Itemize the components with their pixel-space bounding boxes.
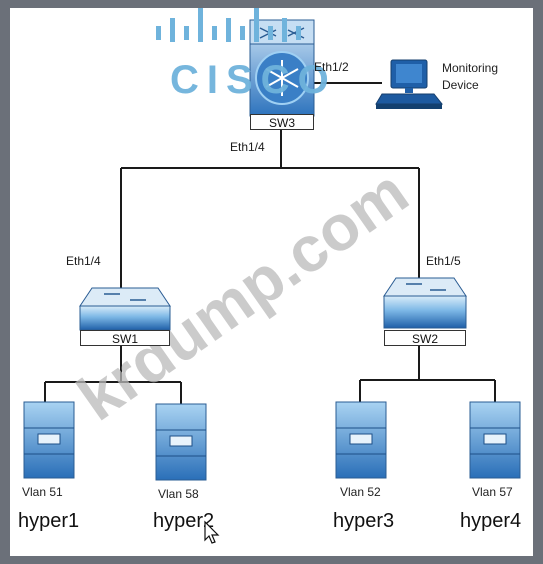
network-diagram: krdump.com CISCO SW3 Eth1/2 Eth1/4 Monit…: [10, 8, 533, 556]
hyper1-name: hyper1: [18, 510, 80, 532]
hyper2-vlan: Vlan 58: [158, 487, 199, 501]
hyper2-name: hyper2: [153, 510, 215, 532]
hyper4-vlan: Vlan 57: [472, 485, 513, 499]
hyper1-vlan: Vlan 51: [22, 485, 63, 499]
hyper3-name: hyper3: [333, 510, 395, 532]
hyper4-name: hyper4: [460, 510, 522, 532]
topology-svg: krdump.com: [23, 8, 521, 481]
hyper2-server-icon: [155, 403, 207, 481]
sw3-port-eth1-2: Eth1/2: [314, 60, 349, 74]
monitoring-device-line2: Device: [442, 78, 479, 92]
sw2-switch-icon: [383, 277, 467, 329]
sw3-label-text: SW3: [250, 114, 314, 130]
cisco-logo-bars: [156, 8, 301, 42]
hyper4-server-icon: [469, 401, 521, 479]
monitoring-device-icon: [375, 59, 444, 109]
sw1-switch-icon: [79, 287, 171, 331]
sw1-label-text: SW1: [80, 330, 170, 346]
sw2-port-eth1-5: Eth1/5: [426, 254, 461, 268]
sw1-port-eth1-4: Eth1/4: [66, 254, 101, 268]
sw3-label: SW3: [250, 112, 314, 130]
sw2-label-text: SW2: [384, 330, 466, 346]
sw1-label: SW1: [80, 328, 170, 346]
monitoring-device-line1: Monitoring: [442, 61, 499, 75]
monitoring-device-label: Monitoring Device: [442, 60, 498, 94]
hyper3-vlan: Vlan 52: [340, 485, 381, 499]
hyper3-server-icon: [335, 401, 387, 479]
links: [44, 82, 496, 404]
sw3-port-eth1-4: Eth1/4: [230, 140, 265, 154]
sw2-label: SW2: [384, 328, 466, 346]
cisco-logo: CISCO: [170, 58, 337, 102]
hyper1-server-icon: [23, 401, 75, 479]
